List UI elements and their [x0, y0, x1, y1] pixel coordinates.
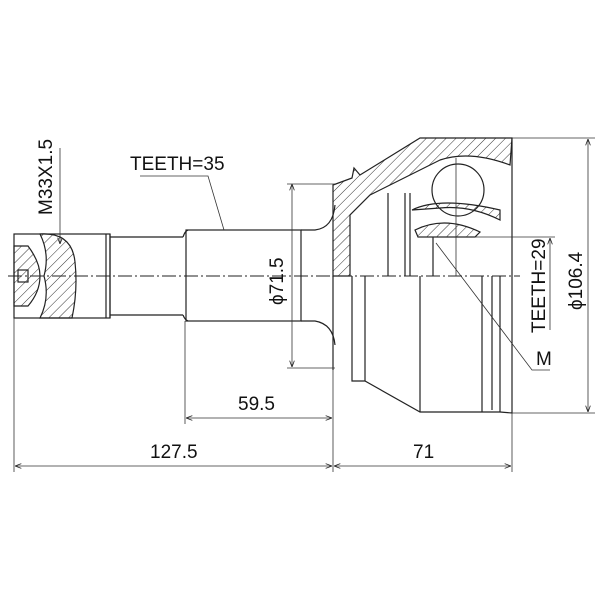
shaft-diameter-label: ϕ71.5	[267, 257, 288, 305]
dimension-shaft-diameter: ϕ71.5	[267, 183, 335, 369]
spline-length-label: 59.5	[238, 394, 275, 415]
housing-length-label: 71	[413, 442, 434, 463]
overall-left-label: 127.5	[150, 442, 198, 463]
housing-diameter-label: ϕ106.4	[566, 251, 587, 310]
marker-callout: M	[435, 242, 552, 371]
threaded-end	[13, 233, 111, 319]
thread-label: M33X1.5	[36, 139, 57, 215]
dimension-housing-diameter: ϕ106.4	[512, 137, 595, 414]
thread-callout: M33X1.5	[36, 139, 60, 244]
dimension-overall-left: 127.5	[13, 318, 332, 472]
outer-spline	[185, 204, 336, 346]
outer-teeth-callout: TEETH=35	[130, 154, 225, 231]
dimension-spline-length: 59.5	[184, 321, 334, 472]
dimension-housing-length: 71	[334, 413, 513, 472]
inner-teeth-callout: TEETH=29	[529, 238, 550, 333]
outer-teeth-label: TEETH=35	[130, 154, 225, 175]
inner-teeth-label: TEETH=29	[529, 238, 550, 333]
marker-label: M	[536, 349, 552, 370]
